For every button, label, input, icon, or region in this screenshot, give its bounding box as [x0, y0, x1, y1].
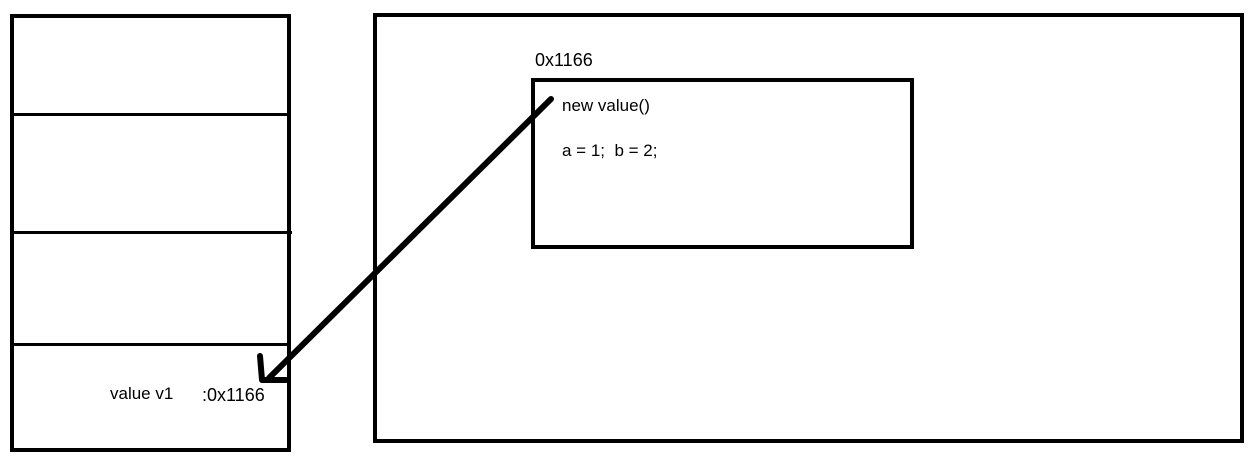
- heap-address-label: 0x1166: [535, 50, 593, 70]
- stack-divider: [12, 343, 288, 346]
- stack-divider: [12, 231, 292, 234]
- object-fields-label: a = 1; b = 2;: [562, 141, 658, 160]
- object-constructor-label: new value(): [562, 96, 650, 115]
- stack-variable-reference: :0x1166: [202, 385, 265, 405]
- stack-variable-name: value v1: [110, 384, 174, 403]
- stack-divider: [12, 113, 288, 116]
